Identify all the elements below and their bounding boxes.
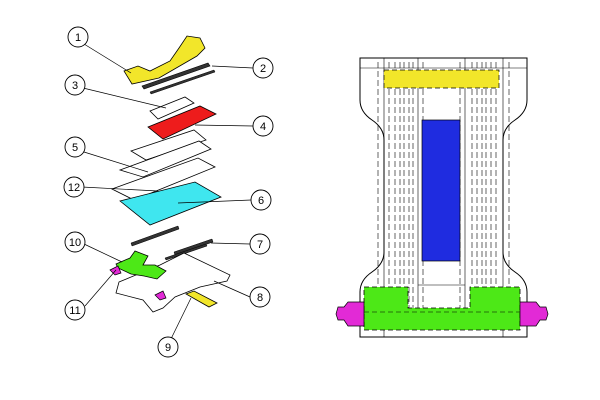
svg-text:7: 7	[257, 239, 263, 251]
callout-12: 12	[63, 176, 85, 198]
part-9-yellow-strip	[185, 290, 218, 308]
svg-text:1: 1	[75, 32, 81, 44]
callout-4: 4	[252, 115, 274, 137]
callout-9: 9	[157, 336, 179, 358]
svg-text:2: 2	[260, 63, 266, 75]
svg-text:8: 8	[257, 292, 263, 304]
svg-text:10: 10	[69, 237, 81, 249]
left-magenta-tab	[335, 301, 365, 327]
callout-2: 2	[252, 57, 274, 79]
svg-text:9: 9	[165, 342, 171, 354]
svg-text:6: 6	[258, 195, 264, 207]
part-1-yellow-tape	[123, 35, 206, 85]
leader-lines	[81, 43, 254, 346]
callout-8: 8	[249, 286, 271, 308]
part-12-sheet	[110, 157, 216, 201]
svg-text:12: 12	[68, 182, 80, 194]
callout-11: 11	[64, 299, 86, 321]
svg-text:3: 3	[72, 80, 78, 92]
callout-3: 3	[64, 74, 86, 96]
blue-core	[421, 119, 461, 262]
assembled-view	[335, 57, 549, 338]
callout-10: 10	[64, 231, 86, 253]
part-7-strip-b	[173, 238, 214, 256]
part-11-magenta-tab-b	[154, 290, 167, 301]
top-yellow-band	[383, 69, 500, 89]
part-10-green-panel	[115, 250, 167, 280]
right-magenta-tab	[519, 301, 549, 327]
part-8-backsheet	[115, 252, 231, 313]
part-4-red-layer	[147, 105, 217, 140]
exploded-view: 1 2 3 4 5 6 7 8	[63, 26, 274, 358]
callout-5: 5	[64, 136, 86, 158]
part-7-strip	[130, 225, 180, 247]
svg-text:5: 5	[72, 142, 78, 154]
part-6-cyan-core	[119, 181, 222, 226]
part-2-strip	[141, 62, 211, 90]
svg-text:11: 11	[69, 305, 80, 317]
part-2-strip-b	[149, 69, 216, 95]
callout-1: 1	[67, 26, 89, 48]
part-3-sheet	[149, 96, 195, 120]
part-5-sheet	[130, 129, 207, 161]
callout-6: 6	[250, 189, 272, 211]
bottom-green-band	[363, 286, 521, 331]
svg-text:4: 4	[260, 121, 266, 133]
part-7-strip-c	[164, 243, 208, 261]
callout-7: 7	[249, 233, 271, 255]
part-5-sheet-b	[118, 140, 212, 178]
